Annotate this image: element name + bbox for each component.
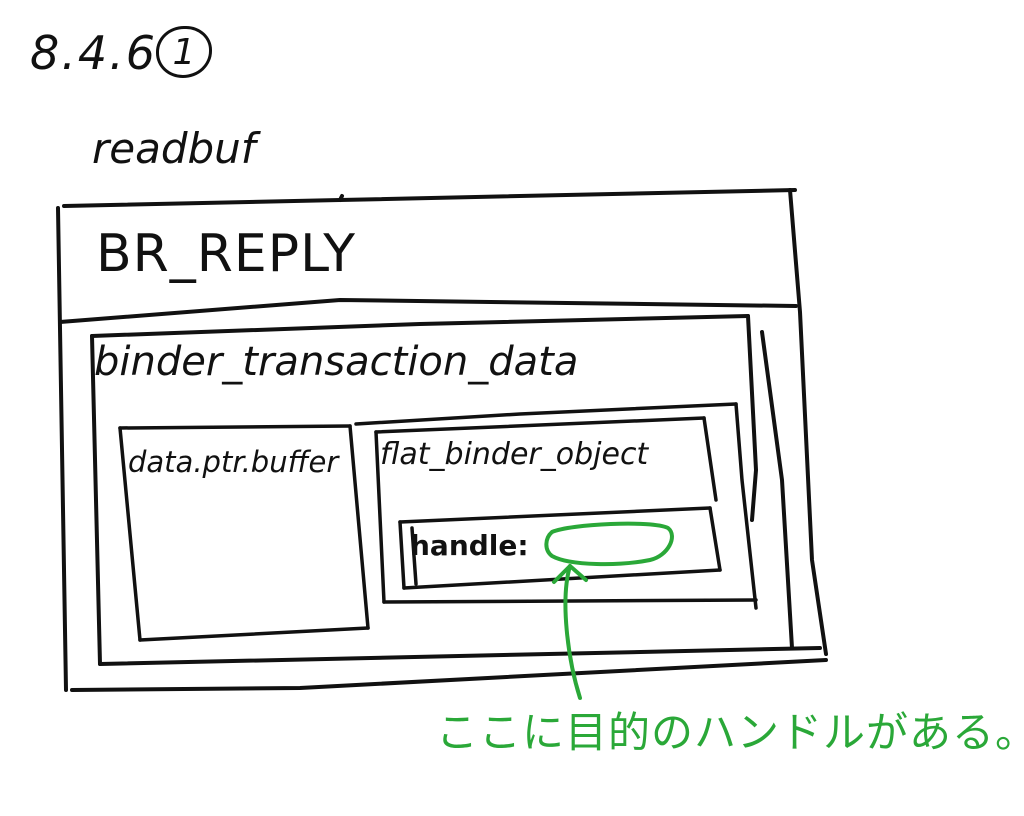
annotation-note: ここに目的のハンドルがある。 [436, 708, 1024, 757]
br-reply-label: BR_REPLY [96, 224, 356, 284]
handle-value-highlight [544, 521, 674, 567]
section-number: 8.4.6 [30, 26, 158, 80]
handle-box [398, 506, 722, 590]
transaction-box [90, 314, 822, 666]
transaction-data-label: binder_transaction_data [94, 339, 579, 385]
binder-object-label: flat_binder_object [380, 437, 649, 472]
object-box [354, 402, 758, 610]
annotation-arrow [563, 564, 582, 700]
buffer-label: data.ptr.buffer [128, 445, 339, 479]
readbuf-box [56, 188, 828, 692]
handle-label: handle: [410, 529, 529, 562]
highlight-annotation [544, 521, 674, 700]
readbuf-label: readbuf [92, 124, 256, 173]
circled-number: 1 [156, 26, 212, 78]
buffer-box [118, 424, 370, 642]
